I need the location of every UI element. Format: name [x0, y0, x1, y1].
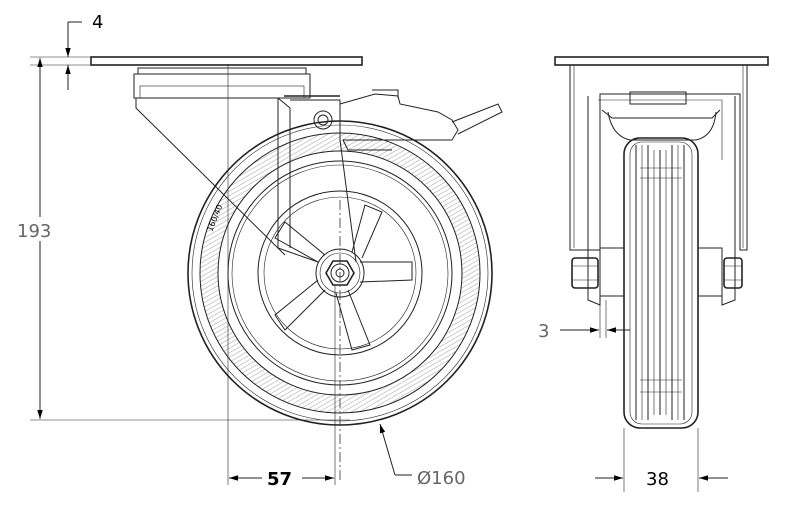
dimension-wheel-diameter: Ø160	[379, 423, 466, 489]
swivel-head	[133, 67, 311, 99]
dim-3: 3	[538, 321, 549, 342]
top-plate	[90, 56, 363, 66]
dimension-wheel-width: 38	[595, 469, 728, 490]
dim-diameter-160: Ø160	[417, 468, 466, 489]
dimension-overall-height: 193	[14, 58, 70, 419]
dim-38: 38	[646, 469, 669, 490]
side-view	[554, 56, 769, 492]
rim-spokes	[274, 204, 413, 351]
dimension-side-offset: 3	[538, 321, 630, 342]
axle-nut	[325, 260, 355, 286]
front-view: 160/40	[30, 56, 503, 485]
dimension-plate-thickness: 4	[65, 12, 103, 90]
dim-193: 193	[17, 221, 51, 242]
dim-57: 57	[267, 469, 292, 490]
side-axle	[571, 247, 743, 297]
dimension-swivel-offset: 57	[229, 466, 334, 490]
side-top-plate	[554, 56, 769, 66]
side-wheel	[623, 137, 699, 429]
dim-4: 4	[92, 12, 103, 33]
brake-lever	[339, 89, 503, 151]
